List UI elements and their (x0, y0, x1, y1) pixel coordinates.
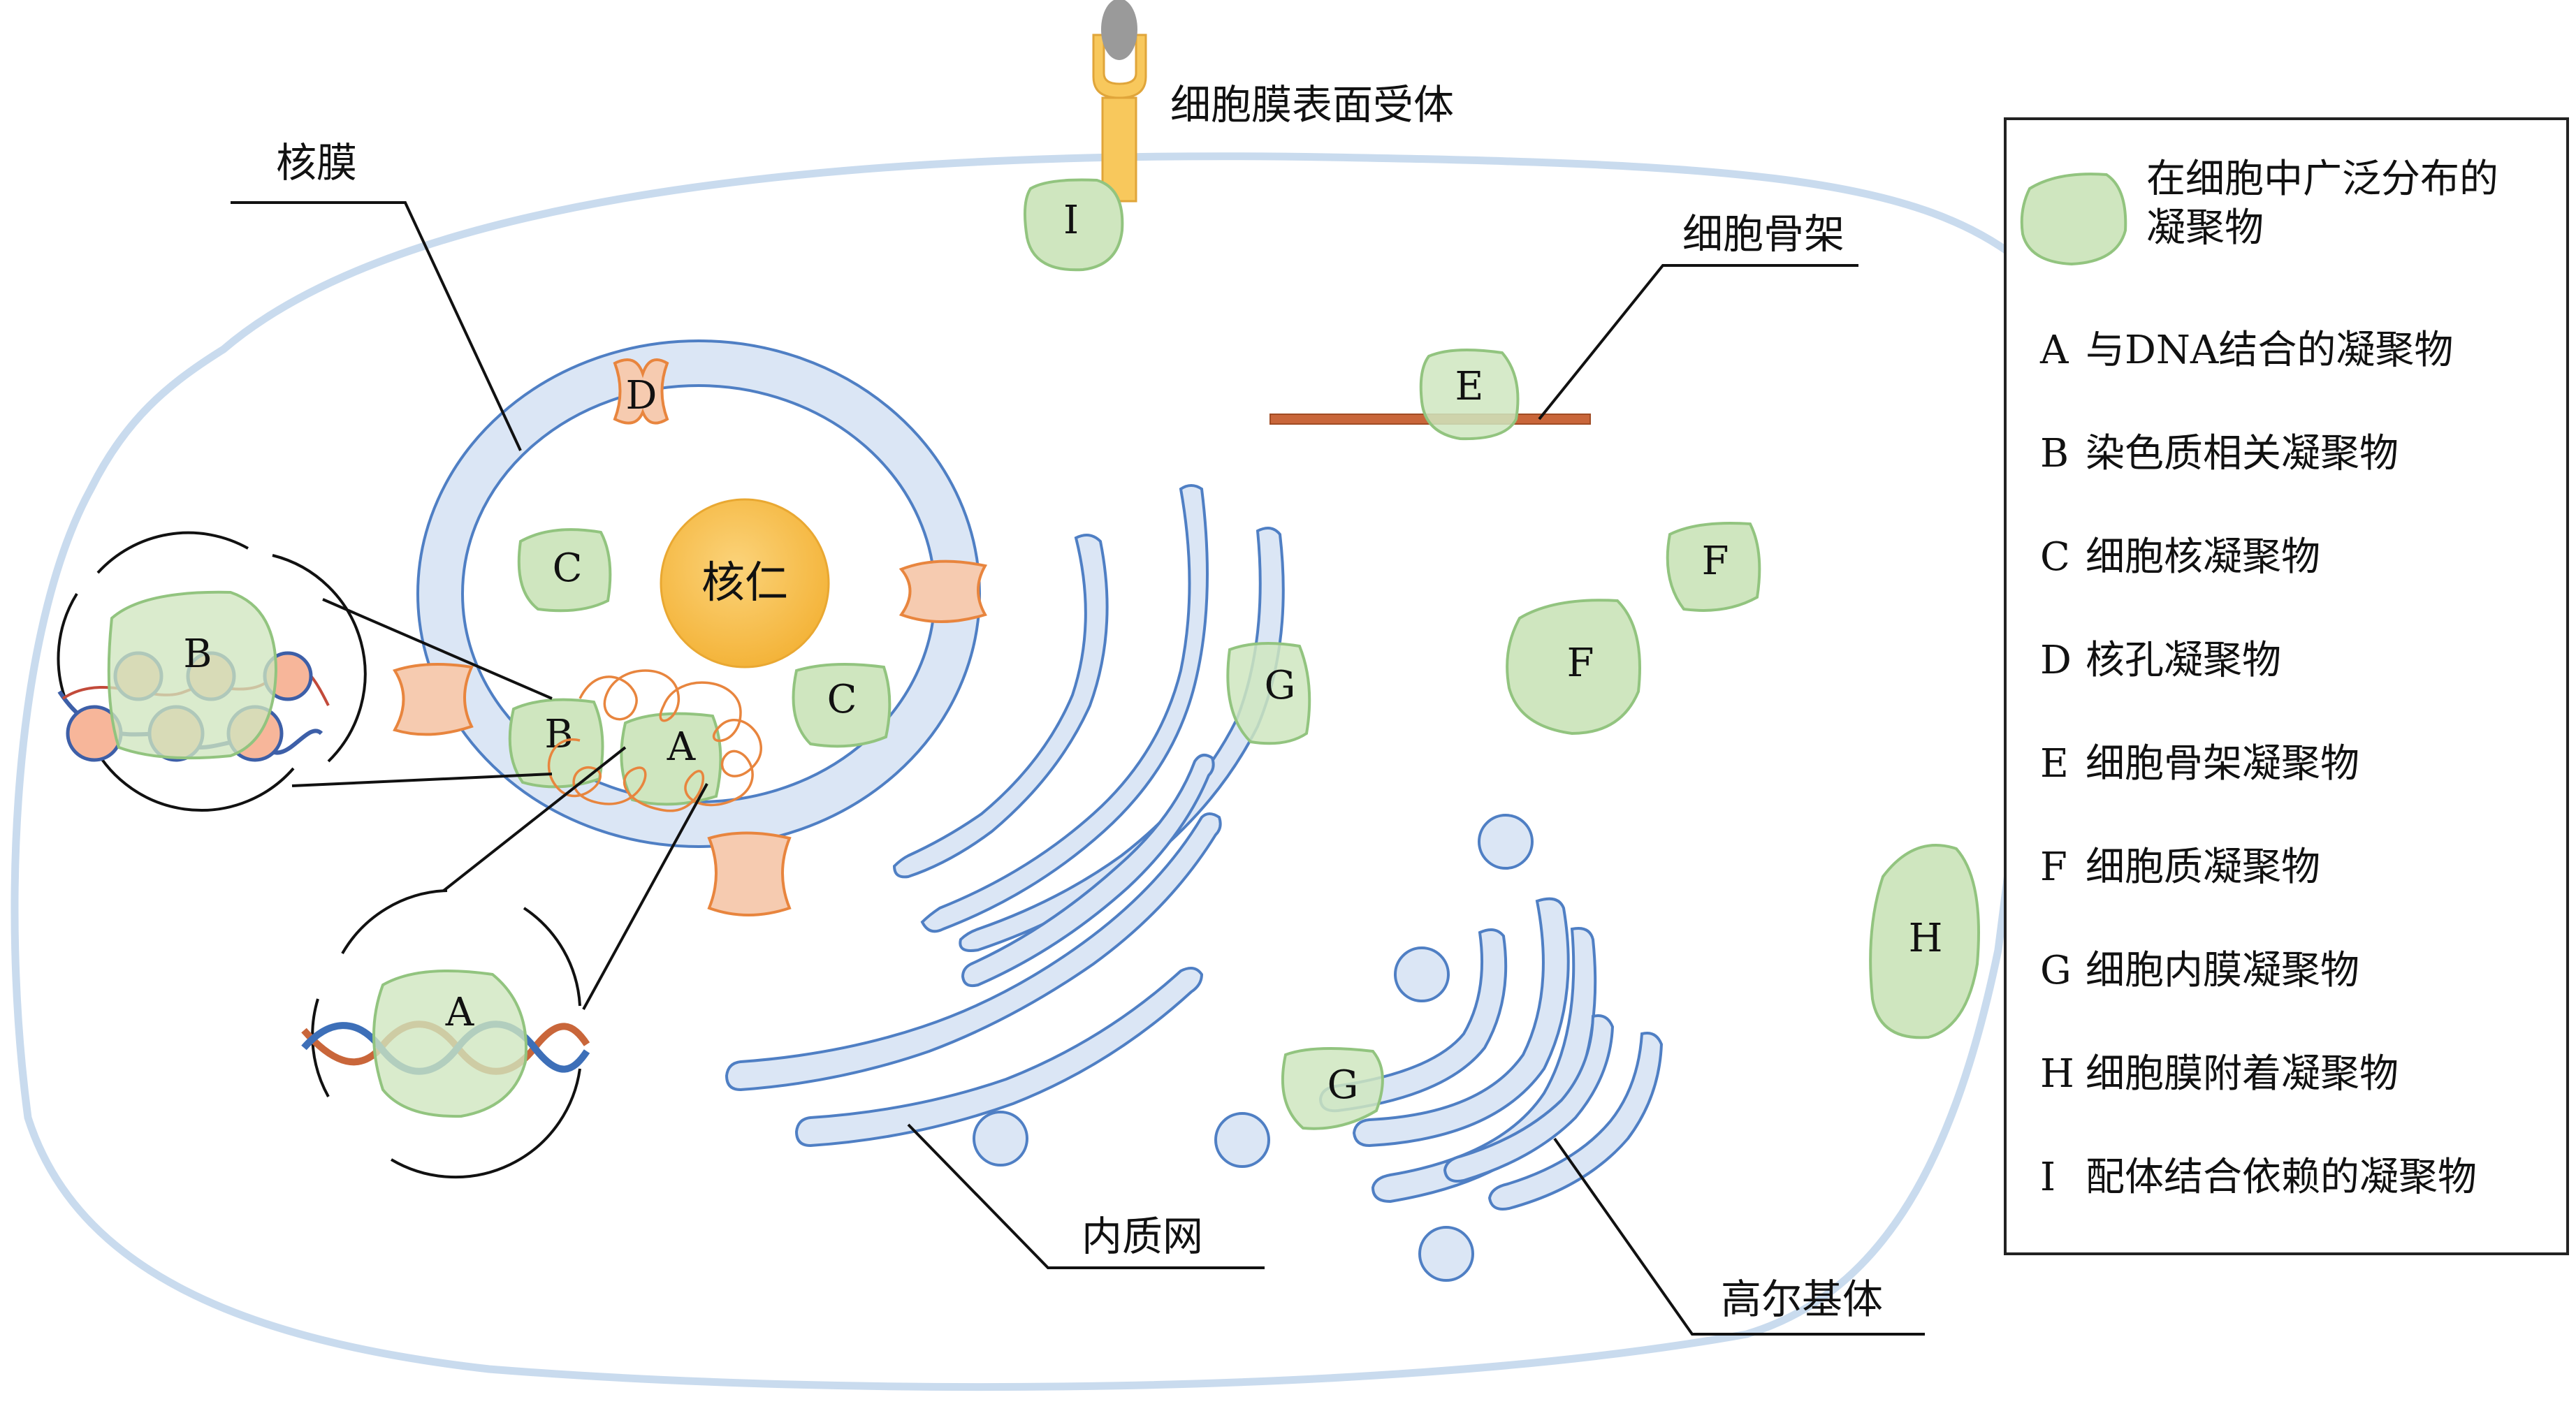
svg-text:C: C (827, 677, 857, 722)
legend-item-letter: G (2040, 948, 2072, 993)
nucleolus: 核仁 (660, 498, 830, 668)
golgi-leader-line (1553, 1137, 1925, 1336)
legend-item-letter: I (2040, 1155, 2055, 1200)
zoom-A-leader-top (442, 746, 627, 892)
svg-text:A: A (667, 724, 696, 770)
er-label: 内质网 (1082, 1213, 1203, 1260)
svg-text:B: B (544, 712, 573, 757)
svg-text:G: G (1327, 1062, 1359, 1108)
legend-item-E: E 细胞骨架凝聚物 (2040, 741, 2359, 787)
condensate-C-right: C (792, 663, 892, 748)
svg-text:G: G (1265, 663, 1296, 708)
golgi-vesicles (973, 814, 1534, 1282)
svg-text:核仁: 核仁 (701, 557, 788, 608)
cytoskeleton-label: 细胞骨架 (1682, 210, 1844, 258)
legend-item-letter: F (2040, 845, 2067, 890)
golgi-label: 高尔基体 (1721, 1275, 1883, 1323)
legend-item-letter: D (2040, 638, 2072, 683)
svg-text:A: A (445, 990, 474, 1035)
cell-membrane-outline (10, 152, 2048, 1391)
nuclear-pore-bottom (707, 831, 792, 916)
legend-item-C: C 细胞核凝聚物 (2040, 534, 2320, 580)
nuclear-envelope-leader-line (231, 201, 522, 451)
legend-item-letter: A (2039, 328, 2069, 373)
zoom-A-leader-bottom (582, 783, 708, 1010)
legend-item-text: 细胞内膜凝聚物 (2086, 948, 2359, 993)
legend-item-I: I 配体结合依赖的凝聚物 (2040, 1155, 2477, 1200)
nuclear-pore-top: D (613, 358, 669, 425)
legend-header-line1: 在细胞中广泛分布的 (2146, 156, 2498, 202)
legend-item-G: G 细胞内膜凝聚物 (2040, 948, 2359, 993)
legend-item-text: 细胞质凝聚物 (2086, 845, 2320, 890)
receptor-label: 细胞膜表面受体 (1170, 81, 1454, 129)
condensate-F-large: F (1506, 599, 1641, 736)
cytoskeleton-leader-line (1538, 264, 1858, 421)
membrane-receptor (1092, 0, 1147, 203)
condensate-C-left: C (517, 528, 612, 613)
legend-item-B: B 染色质相关凝聚物 (2040, 431, 2399, 476)
legend-item-text: 与DNA结合的凝聚物 (2086, 328, 2453, 373)
legend-item-text: 配体结合依赖的凝聚物 (2086, 1155, 2477, 1200)
svg-text:D: D (626, 373, 657, 418)
legend-item-letter: C (2040, 534, 2070, 580)
condensate-E: E (1419, 349, 1520, 441)
legend: 在细胞中广泛分布的 凝聚物 A 与DNA结合的凝聚物 B 染色质相关凝聚物 C 细胞核凝聚… (2004, 117, 2569, 1255)
golgi-apparatus (1318, 897, 1664, 1211)
legend-item-H: H 细胞膜附着凝聚物 (2040, 1051, 2399, 1097)
zoom-B-leader-top (322, 598, 553, 700)
legend-items: A 与DNA结合的凝聚物 B 染色质相关凝聚物 C 细胞核凝聚物 D 核孔凝聚物 E 细胞骨架凝聚… (2039, 328, 2477, 1200)
svg-text:F: F (1567, 641, 1594, 686)
condensate-G-golgi: G (1281, 1047, 1384, 1130)
nuclear-envelope-label: 核膜 (276, 139, 357, 187)
er-leader-line (907, 1123, 1265, 1269)
legend-item-letter: B (2040, 431, 2069, 476)
legend-box (2004, 117, 2569, 1255)
condensate-H: H (1869, 844, 1980, 1039)
svg-text:C: C (553, 546, 583, 591)
svg-text:B: B (183, 631, 212, 677)
legend-item-D: D 核孔凝聚物 (2040, 638, 2281, 683)
zoom-B-leader-bottom (291, 773, 553, 787)
legend-item-text: 细胞膜附着凝聚物 (2086, 1051, 2399, 1097)
condensate-B-nuclear: B (508, 698, 604, 789)
legend-item-letter: E (2040, 741, 2069, 787)
legend-condensate-swatch (2020, 173, 2127, 266)
legend-item-F: F 细胞质凝聚物 (2040, 845, 2320, 890)
legend-item-text: 核孔凝聚物 (2086, 638, 2281, 683)
ligand-icon (1101, 0, 1137, 60)
zoom-callout-B: B (57, 531, 367, 812)
legend-header-line2: 凝聚物 (2146, 205, 2264, 251)
nuclear-pore-right (898, 560, 988, 623)
legend-item-A: A 与DNA结合的凝聚物 (2039, 328, 2453, 373)
legend-item-letter: H (2040, 1051, 2074, 1097)
condensate-A-nuclear: A (620, 712, 722, 806)
condensate-G-er: G (1226, 642, 1311, 745)
svg-text:I: I (1063, 198, 1079, 243)
legend-item-text: 细胞骨架凝聚物 (2086, 741, 2359, 787)
svg-text:F: F (1702, 539, 1729, 584)
legend-item-text: 细胞核凝聚物 (2086, 534, 2320, 580)
chromatin-fiber (547, 669, 762, 812)
zoom-callout-A: A (301, 889, 590, 1179)
legend-item-text: 染色质相关凝聚物 (2086, 431, 2399, 476)
svg-text:H: H (1909, 916, 1943, 961)
endoplasmic-reticulum (725, 484, 1285, 1148)
condensate-F-small: F (1666, 522, 1761, 612)
nuclear-pore-left (392, 663, 474, 736)
svg-text:E: E (1455, 364, 1484, 409)
condensate-I: I (1024, 178, 1124, 272)
